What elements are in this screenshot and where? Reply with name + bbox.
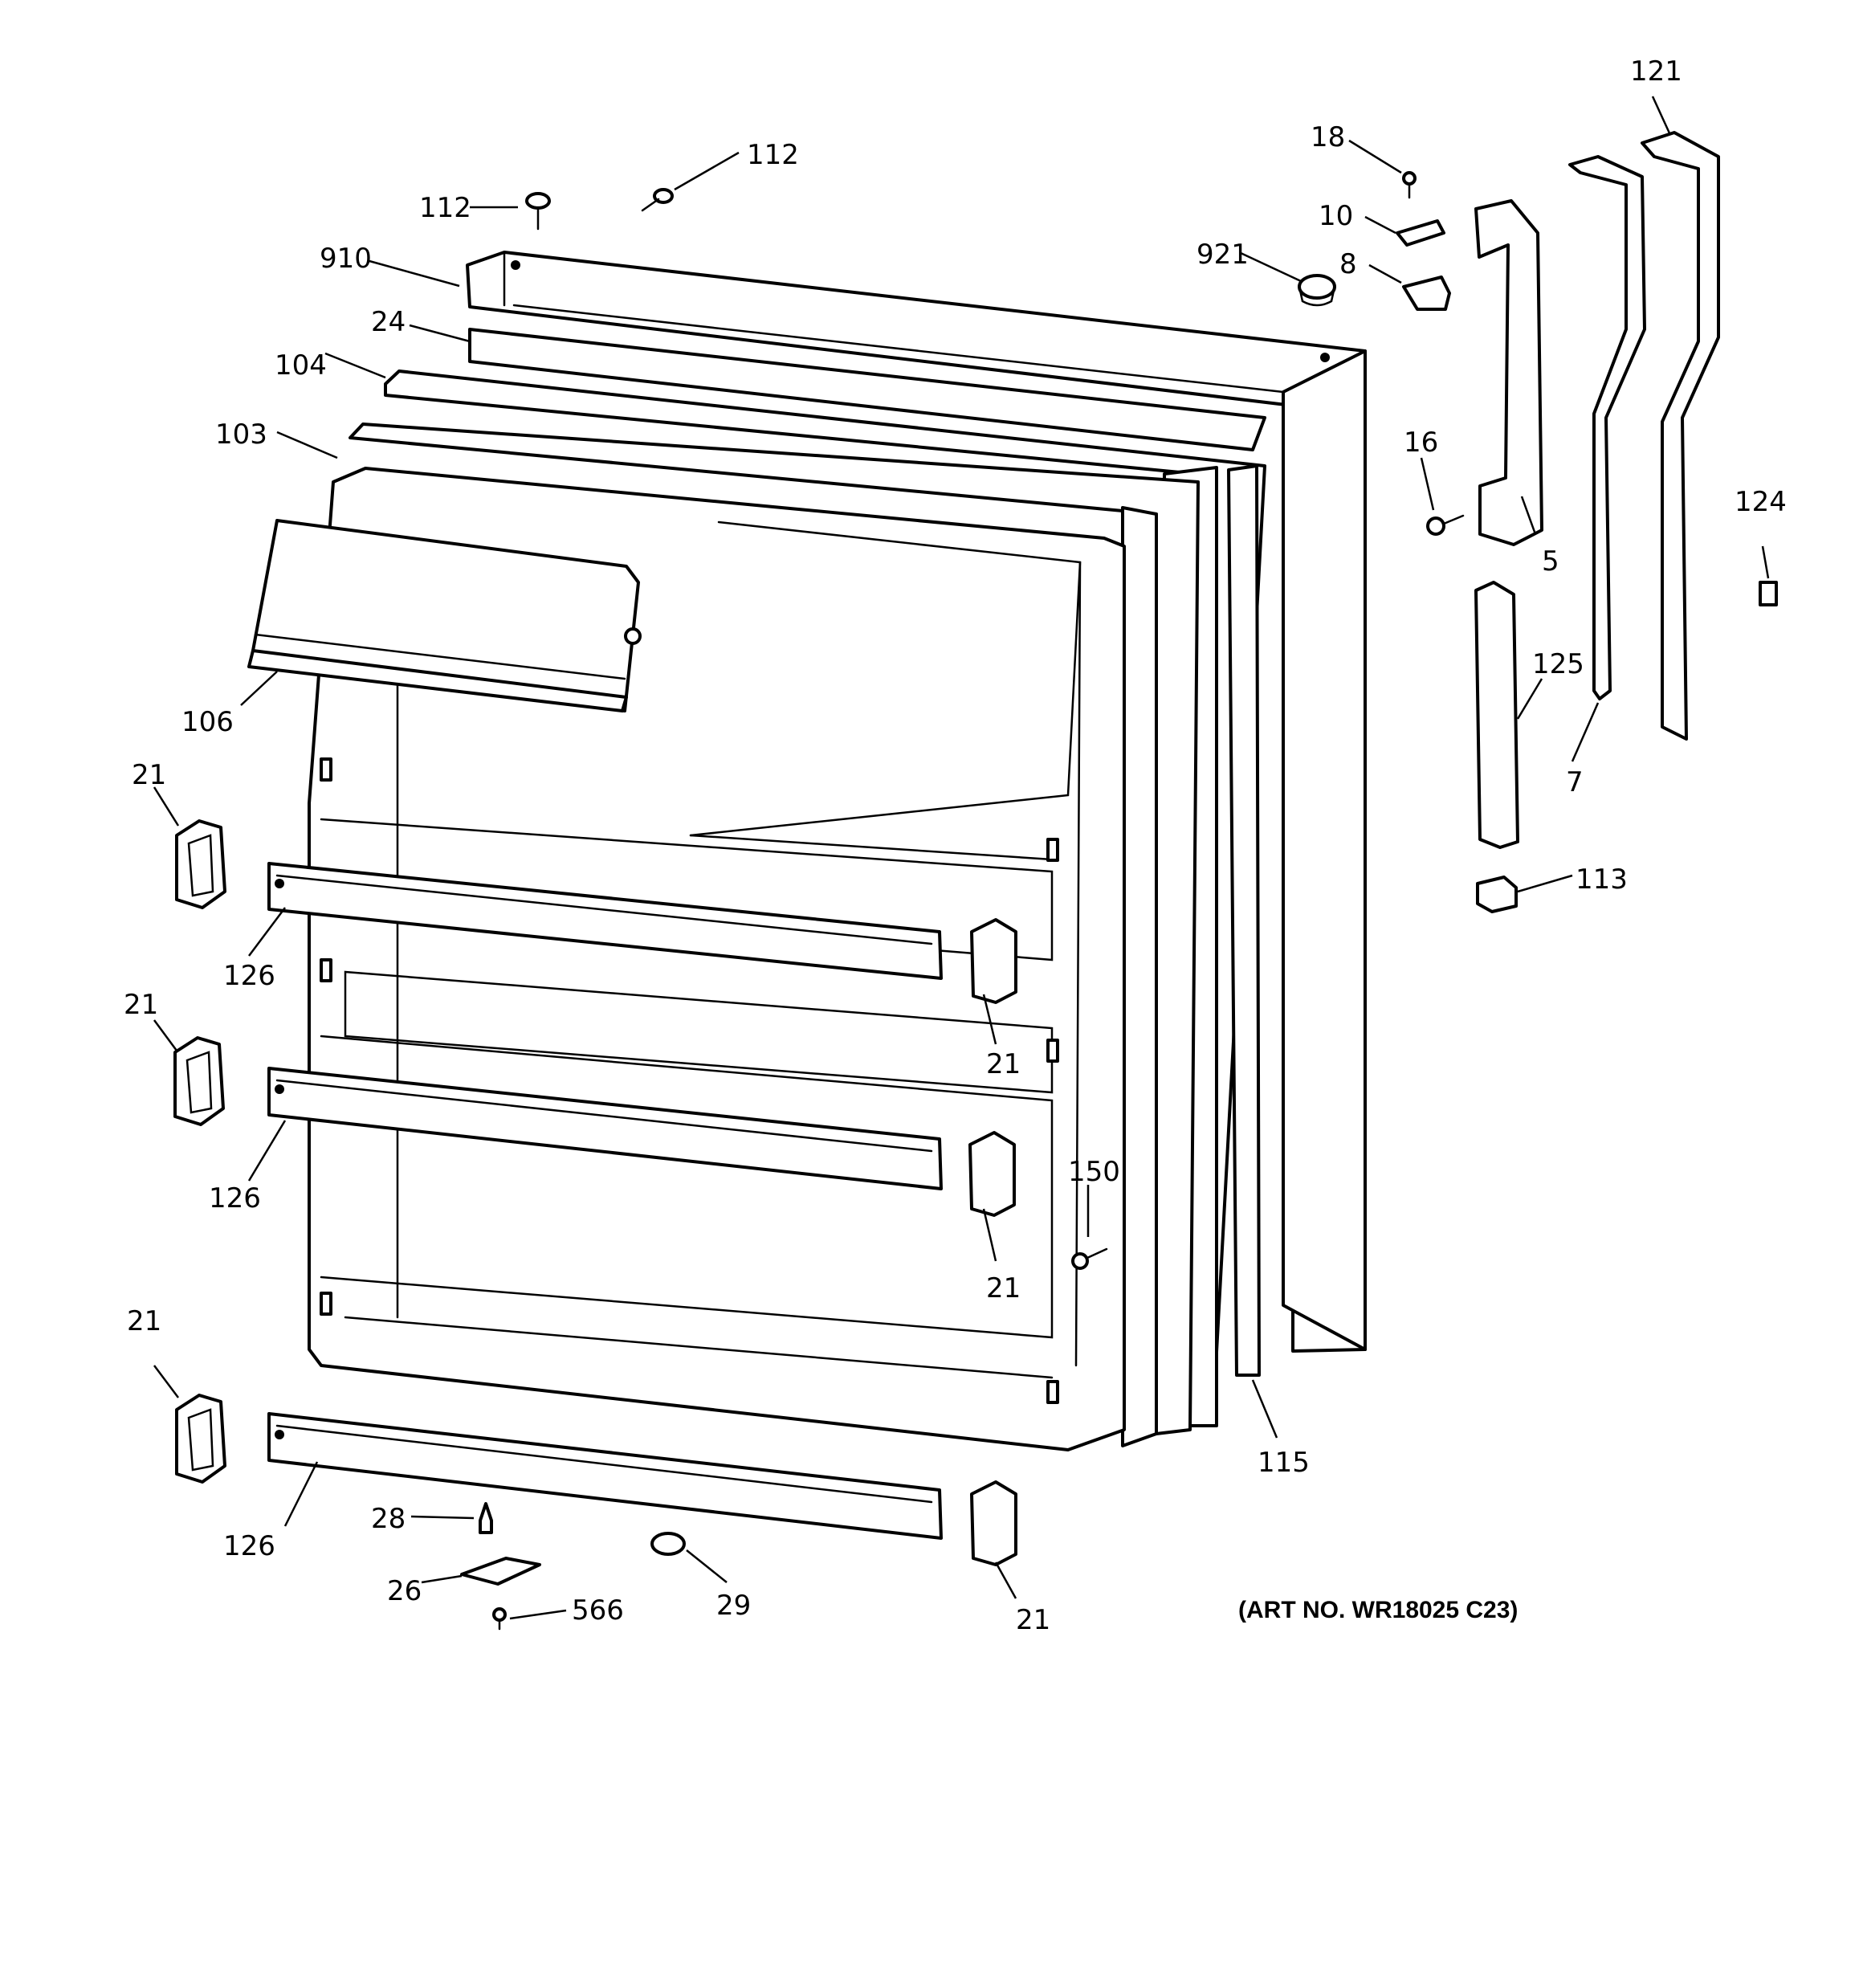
hinge-cap-8 bbox=[1402, 276, 1451, 311]
callout-8: 8 bbox=[1339, 248, 1357, 280]
callout-24: 24 bbox=[371, 306, 406, 338]
screw-18 bbox=[1402, 171, 1417, 199]
cam-26 bbox=[460, 1557, 541, 1586]
callout-126: 126 bbox=[223, 960, 275, 992]
callout-115: 115 bbox=[1258, 1447, 1310, 1479]
hinge-cover-921 bbox=[1298, 274, 1336, 307]
screw-112-top bbox=[641, 188, 674, 212]
door-stop-28 bbox=[479, 1502, 493, 1534]
callout-104: 104 bbox=[275, 349, 327, 382]
callout-124: 124 bbox=[1735, 486, 1787, 518]
callout-150: 150 bbox=[1068, 1156, 1120, 1188]
callout-18: 18 bbox=[1311, 121, 1345, 153]
shelf-bar-126-middle bbox=[267, 1067, 943, 1190]
callout-7: 7 bbox=[1566, 766, 1584, 798]
screw-150 bbox=[1071, 1247, 1108, 1270]
end-cap-21-left-1 bbox=[175, 819, 226, 909]
callout-126: 126 bbox=[223, 1530, 275, 1562]
callout-910: 910 bbox=[320, 243, 372, 275]
gasket-strip-24 bbox=[468, 328, 1266, 451]
handle-end-113 bbox=[1476, 876, 1518, 913]
callout-112: 112 bbox=[419, 192, 471, 224]
handle-bracket-125 bbox=[1474, 581, 1519, 849]
shelf-bar-126-bottom bbox=[267, 1412, 943, 1540]
trim-7 bbox=[1568, 155, 1646, 700]
callout-566: 566 bbox=[572, 1594, 624, 1627]
screw-112-left bbox=[525, 192, 551, 231]
screw-566 bbox=[492, 1607, 507, 1631]
art-number: (ART NO. WR18025 C23) bbox=[1238, 1597, 1518, 1623]
callout-29: 29 bbox=[716, 1590, 751, 1622]
end-cap-21-left-2 bbox=[173, 1036, 225, 1126]
end-cap-21-left-3 bbox=[175, 1394, 226, 1484]
end-cap-21-right-2 bbox=[968, 1131, 1016, 1217]
callout-125: 125 bbox=[1532, 648, 1584, 680]
gasket-strip-115 bbox=[1227, 464, 1261, 1377]
leader-lines bbox=[153, 96, 1770, 1620]
callout-112: 112 bbox=[747, 139, 799, 171]
end-cap-21-right-3 bbox=[970, 1480, 1017, 1566]
callout-21: 21 bbox=[1016, 1604, 1050, 1636]
callout-103: 103 bbox=[215, 418, 267, 451]
callout-28: 28 bbox=[371, 1503, 406, 1535]
shelf-bar-126-top bbox=[267, 862, 943, 980]
callout-921: 921 bbox=[1196, 239, 1249, 271]
screw-16 bbox=[1426, 514, 1465, 536]
callout-21: 21 bbox=[986, 1048, 1021, 1080]
callout-121: 121 bbox=[1630, 55, 1682, 88]
hinge-pin-124 bbox=[1759, 581, 1778, 606]
callout-10: 10 bbox=[1319, 200, 1353, 232]
handle-5 bbox=[1474, 199, 1543, 546]
callout-21: 21 bbox=[986, 1272, 1021, 1304]
callout-21: 21 bbox=[132, 759, 166, 791]
plug-button-29 bbox=[650, 1532, 686, 1556]
callout-5: 5 bbox=[1542, 545, 1559, 578]
callout-106: 106 bbox=[181, 706, 234, 738]
hinge-shim-10 bbox=[1396, 219, 1445, 247]
callout-26: 26 bbox=[387, 1575, 422, 1607]
dairy-door-106 bbox=[247, 519, 642, 712]
outer-door-910 bbox=[466, 251, 1367, 1353]
callout-labels: 112 112 910 24 104 103 106 21 21 21 21 2… bbox=[124, 55, 1787, 1636]
callout-126: 126 bbox=[209, 1182, 261, 1214]
callout-16: 16 bbox=[1404, 427, 1438, 459]
callout-21: 21 bbox=[124, 989, 158, 1021]
trim-121 bbox=[1641, 131, 1720, 741]
end-cap-21-right-1 bbox=[970, 918, 1017, 1004]
door-liner-103 bbox=[349, 423, 1200, 1447]
callout-113: 113 bbox=[1576, 863, 1628, 896]
callout-21: 21 bbox=[127, 1305, 161, 1337]
